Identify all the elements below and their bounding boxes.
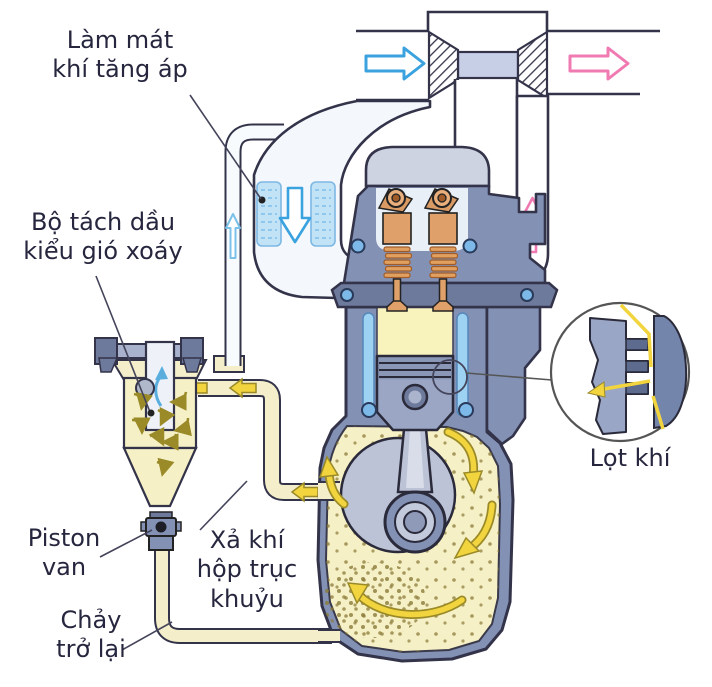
separator-leader-dot: [147, 409, 155, 417]
engine: [316, 145, 559, 663]
coolant-passage-left: [362, 312, 375, 417]
valve-cover: [364, 145, 491, 188]
compressor-wheel-icon: [427, 30, 460, 100]
piston-valve-lower: [148, 535, 174, 551]
intercooler-core-right: [310, 181, 336, 247]
leader-oil-separator: [95, 275, 151, 413]
label-charge-air-cooler: Làm mát khí tăng áp: [52, 26, 188, 84]
label-return-flow: Chảy trở lại: [56, 606, 126, 664]
leader-return-flow: [121, 621, 173, 651]
engine-bolts: [340, 238, 534, 418]
inset-blowby-arrows: [586, 303, 665, 430]
flange-foot-left: [98, 357, 119, 373]
up-pipe-bore: [226, 125, 286, 366]
engine-block-right: [485, 305, 542, 446]
blowby-pipe-arrow-1: [290, 481, 319, 503]
intercooler-core-left: [256, 181, 282, 247]
vent-pipe-bore: [196, 381, 334, 499]
leader-charge-air-cooler: [189, 94, 262, 200]
piston-valve-port: [155, 521, 167, 533]
breather-up-arrow: [225, 213, 241, 259]
crankcase-gas-arrows: [318, 427, 497, 619]
breather-up-pipe: [213, 123, 286, 373]
tube-up-arrowhead: [155, 366, 168, 380]
intake-air-arrow: [364, 46, 426, 81]
inset-cylinder-wall: [653, 315, 688, 430]
exhaust-out-arrow: [568, 46, 630, 81]
leader-crankcase-vent: [199, 480, 248, 531]
crankcase-pipes: [154, 377, 334, 644]
swirl-arrows: [131, 391, 192, 477]
blowby-inset: [465, 301, 691, 443]
inset-leader-line: [465, 372, 553, 381]
valve-assembly-intake: [377, 188, 414, 312]
piston-valve: [140, 511, 182, 551]
detail-callout-circle: [432, 359, 468, 395]
turbo-housing-top-wall: [356, 10, 660, 33]
label-oil-separator: Bộ tách dầu kiểu gió xoáy: [23, 208, 183, 266]
turbine-wheel-icon: [516, 30, 549, 100]
blowby-pipe-arrow-2: [228, 377, 257, 399]
piston: [375, 354, 468, 432]
oil-separator: [94, 337, 208, 508]
wrist-pin-bore: [408, 390, 422, 404]
label-crankcase-vent: Xả khí hộp trục khuỷu: [196, 526, 298, 613]
return-pipe-bore: [156, 548, 334, 642]
separator-funnel: [122, 446, 198, 508]
charge-air-down-arrow: [278, 186, 312, 244]
turbo-housing-cap: [428, 12, 547, 31]
oil-mist-dense: [322, 562, 426, 638]
leader-piston-valve: [99, 529, 153, 558]
label-piston-valve: Piston van: [27, 524, 101, 582]
inset-piston-rings: [625, 338, 649, 395]
crank-pin: [403, 510, 427, 534]
leader-lines: [95, 94, 262, 651]
connecting-rod-web: [406, 414, 424, 488]
valve-assembly-exhaust: [423, 188, 460, 312]
label-blow-by: Lọt khí: [589, 444, 671, 472]
combustion-chamber: [376, 306, 454, 361]
flange-foot-right: [182, 357, 202, 373]
turbo-shaft: [456, 50, 520, 80]
